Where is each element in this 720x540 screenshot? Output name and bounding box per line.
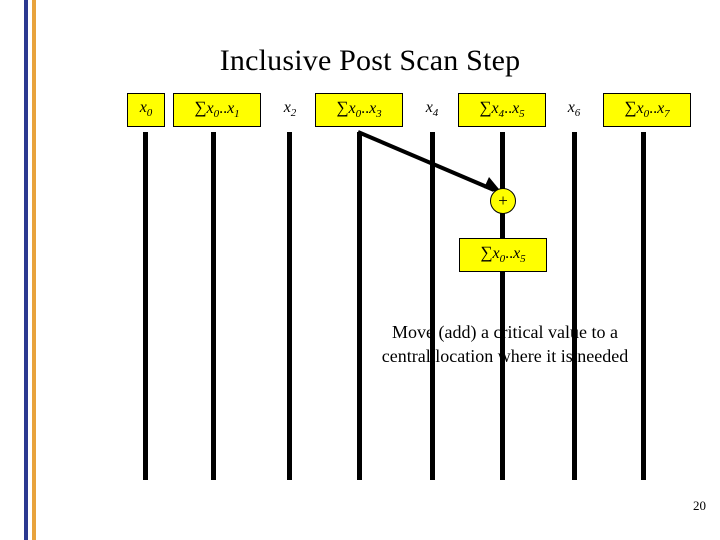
wire-0 [143,132,148,480]
decorative-gold-bar [32,0,36,540]
caption-block: Move (add) a critical value to a central… [330,320,680,369]
page-title: Inclusive Post Scan Step [219,44,521,77]
node-label-x6: x6 [567,99,581,120]
node-box-sum-x0-x3[interactable]: ∑x0..x3 [315,93,403,127]
wire-7 [641,132,646,480]
wire-1 [211,132,216,480]
node-label-sum-x0-x3: ∑x0..x3 [336,98,382,121]
node-box-x0[interactable]: x0 [127,93,165,127]
node-label-x2: x2 [283,99,297,120]
decorative-blue-bar [24,0,28,540]
wire-5 [500,132,505,480]
node-label-x4: x4 [425,99,439,120]
caption-line-1: Move (add) a critical value to a [392,322,618,342]
caption-line-2: central location where it is needed [381,346,629,367]
result-box-sum-x0-x5[interactable]: ∑x0..x5 [459,238,547,272]
node-box-sum-x0-x7[interactable]: ∑x0..x7 [603,93,691,127]
plus-operator-node[interactable]: + [490,188,516,214]
node-label-sum-x4-x5: ∑x4..x5 [479,98,525,121]
wire-2 [287,132,292,480]
node-label-sum-x0-x7: ∑x0..x7 [624,98,670,121]
wire-3 [357,132,362,480]
node-box-sum-x4-x5[interactable]: ∑x4..x5 [458,93,546,127]
result-box-label: ∑x0..x5 [480,243,526,266]
wire-6 [572,132,577,480]
node-label-sum-x0-x1: ∑x0..x1 [194,98,240,121]
page-number: 20 [693,498,706,513]
wire-4 [430,132,435,480]
node-label-x0: x0 [139,99,153,120]
plus-node-label: + [498,191,508,210]
node-box-sum-x0-x1[interactable]: ∑x0..x1 [173,93,261,127]
